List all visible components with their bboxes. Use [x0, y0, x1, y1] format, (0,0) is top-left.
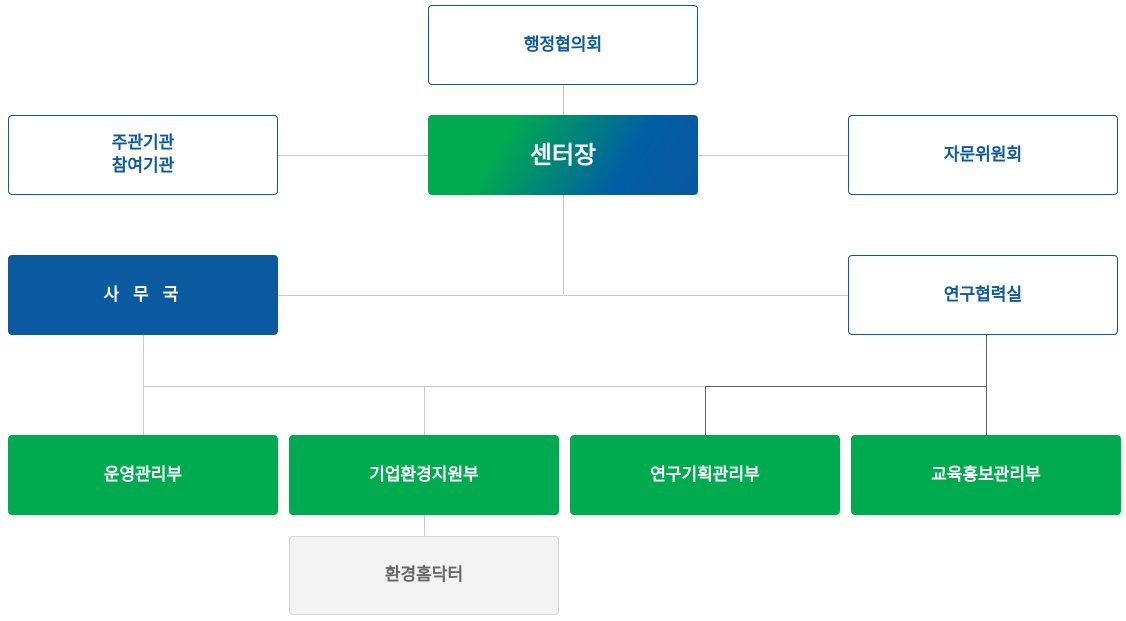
host-institutions-box: 주관기관 참여기관 — [8, 115, 278, 195]
council-box: 행정협의회 — [428, 5, 698, 85]
advisory-committee-box: 자문위원회 — [848, 115, 1118, 195]
secretariat-label: 사 무 국 — [103, 284, 183, 305]
department-box-education-pr: 교육홍보관리부 — [851, 435, 1121, 515]
department-label: 연구기획관리부 — [650, 464, 760, 485]
connector-secretariat-research — [277, 295, 848, 296]
sub-unit-box: 환경홈닥터 — [289, 536, 559, 615]
connector-research-down — [986, 334, 987, 435]
department-label: 교육홍보관리부 — [931, 464, 1041, 485]
department-box-business-environment: 기업환경지원부 — [289, 435, 559, 515]
department-box-operations: 운영관리부 — [8, 435, 278, 515]
director-label: 센터장 — [529, 140, 597, 169]
council-label: 행정협의회 — [523, 34, 603, 55]
department-box-research-planning: 연구기획관리부 — [570, 435, 840, 515]
connector-research-branch — [705, 386, 987, 387]
connector-director-advisory — [697, 155, 848, 156]
sub-unit-label: 환경홈닥터 — [384, 565, 464, 586]
connector-secretariat-down — [143, 334, 144, 435]
host-institutions-label: 주관기관 참여기관 — [111, 133, 175, 176]
connector-host-director — [277, 155, 428, 156]
connector-dept2-up — [424, 386, 425, 435]
connector-dept3-up — [705, 386, 706, 435]
department-label: 운영관리부 — [103, 464, 183, 485]
director-box: 센터장 — [428, 115, 698, 195]
connector-dept2-subunit — [424, 514, 425, 536]
connector-council-director — [563, 84, 564, 115]
connector-director-trunk — [563, 194, 564, 295]
research-office-box: 연구협력실 — [848, 255, 1118, 335]
department-label: 기업환경지원부 — [369, 464, 479, 485]
research-office-label: 연구협력실 — [943, 284, 1023, 305]
secretariat-box: 사 무 국 — [8, 255, 278, 335]
advisory-committee-label: 자문위원회 — [943, 144, 1023, 165]
